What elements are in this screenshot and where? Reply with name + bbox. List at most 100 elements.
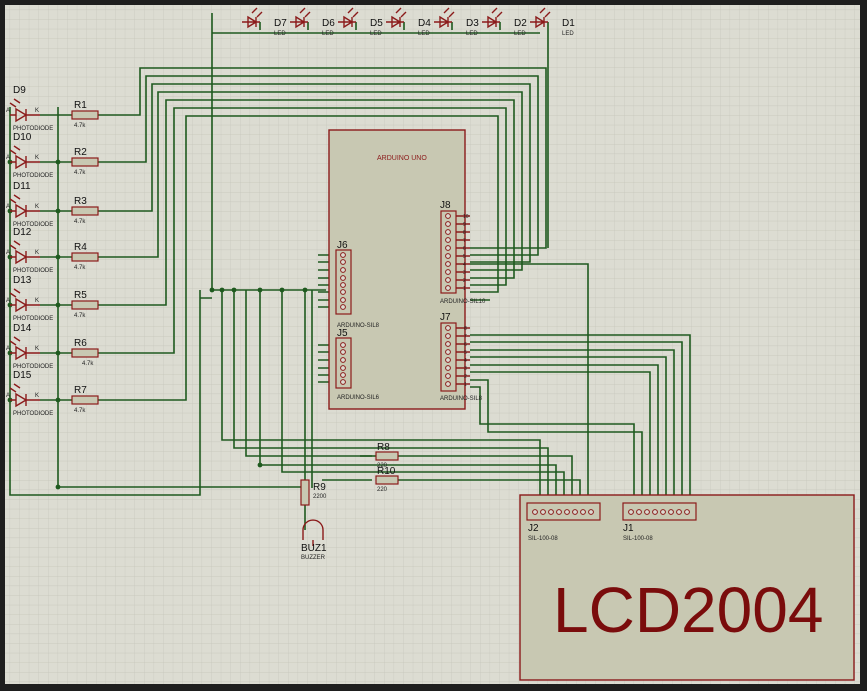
led-type: LED [562, 31, 574, 37]
photodiode-type: PHOTODIODE [13, 222, 53, 228]
resistor-r3[interactable] [71, 206, 99, 216]
lcd-module[interactable]: J2 SIL-100-08 J1 SIL-100-08 LCD2004 [519, 494, 855, 681]
pin-number: 3 [464, 366, 467, 372]
pin-number: 8 [463, 230, 466, 236]
pin-number: 5 [464, 350, 467, 356]
resistor-r6[interactable] [71, 348, 99, 358]
led-ref: D2 [514, 18, 527, 29]
arduino-uno[interactable]: ARDUINO UNO J6 ARDUINO-SIL8 J5 ARDUINO-S… [328, 129, 486, 410]
resistor-r5[interactable] [71, 300, 99, 310]
photodiode-d9[interactable]: D9 A K PHOTODIODE R1 4.7k [6, 85, 99, 132]
buzzer-ref: BUZ1 [301, 543, 327, 554]
led-type: LED [418, 31, 430, 37]
header-j5[interactable]: J5 ARDUINO-SIL6 [335, 328, 380, 401]
sheet-border [3, 3, 862, 686]
lcd-header-j1[interactable]: J1 SIL-100-08 [622, 502, 697, 542]
resistor-r9[interactable]: R9 2200 [300, 479, 327, 506]
lcd-title: LCD2004 [553, 574, 823, 646]
lcd-header-j2[interactable]: J2 SIL-100-08 [526, 502, 601, 542]
cathode-pin-label: K [35, 250, 39, 256]
resistor-value: 4.7k [74, 170, 86, 176]
cathode-pin-label: K [35, 393, 39, 399]
pin-number: 4 [464, 358, 467, 364]
anode-pin-label: A [6, 108, 10, 114]
resistor-ref: R10 [377, 466, 396, 477]
led-d2[interactable]: D2 LED [482, 7, 527, 37]
photodiode-ref: D9 [13, 85, 26, 96]
pin-number: 7 [464, 334, 467, 340]
resistor-ref: R8 [377, 442, 390, 453]
arduino-title: ARDUINO UNO [377, 155, 427, 162]
cathode-pin-label: K [35, 108, 39, 114]
pin-number: 4 [463, 262, 466, 268]
led-type: LED [274, 31, 286, 37]
pin-number: 3 [463, 270, 466, 276]
led-d7[interactable]: D7 LED [242, 7, 287, 37]
photodiode-d12[interactable]: D12 A K PHOTODIODE R4 4.7k [6, 227, 99, 274]
anode-pin-label: A [6, 298, 10, 304]
pin-number: 2 [464, 374, 467, 380]
cathode-pin-label: K [35, 204, 39, 210]
photodiode-type: PHOTODIODE [13, 316, 53, 322]
resistor-ref: R1 [74, 100, 87, 111]
resistor-ref: R7 [74, 385, 87, 396]
cathode-pin-label: K [35, 298, 39, 304]
buzzer-type: BUZZER [301, 555, 326, 561]
resistor-r1[interactable] [71, 110, 99, 120]
resistor-value: 4.7k [74, 313, 86, 319]
resistor-r8[interactable]: R8 220 [360, 442, 399, 469]
anode-pin-label: A [6, 346, 10, 352]
header-ref: J5 [337, 328, 348, 339]
header-name: ARDUINO-SIL6 [337, 395, 380, 401]
led-d5[interactable]: D5 LED [338, 7, 383, 37]
pin-number: 5 [463, 254, 466, 260]
header-type: SIL-100-08 [623, 536, 653, 542]
led-ref: D7 [274, 18, 287, 29]
resistor-ref: R6 [74, 338, 87, 349]
resistor-r10[interactable]: R10 220 [375, 466, 399, 493]
resistor-r4[interactable] [71, 252, 99, 262]
buzzer-buz1[interactable]: BUZ1 BUZZER [301, 519, 327, 561]
led-ref: D1 [562, 18, 575, 29]
header-j6[interactable]: J6 ARDUINO-SIL8 [335, 240, 380, 329]
led-d4[interactable]: D4 LED [386, 7, 431, 37]
header-j7[interactable]: J7 8 7 6 5 4 3 2 1 ARDUINO-SIL8 [440, 312, 483, 402]
anode-pin-label: A [6, 250, 10, 256]
cathode-pin-label: K [35, 155, 39, 161]
resistor-ref: R4 [74, 242, 87, 253]
led-d6[interactable]: D6 LED [290, 7, 335, 37]
led-type: LED [466, 31, 478, 37]
photodiode-d15[interactable]: D15 A K PHOTODIODE R7 4.7k [6, 370, 99, 417]
photodiode-d13[interactable]: D13 A K PHOTODIODE R5 4.7k [6, 275, 99, 322]
header-name: ARDUINO-SIL8 [337, 323, 380, 329]
photodiode-ref: D13 [13, 275, 32, 286]
photodiode-d11[interactable]: D11 A K PHOTODIODE R3 4.7k [6, 181, 99, 228]
resistor-value: 220 [377, 463, 388, 469]
wires [9, 13, 691, 530]
led-d1[interactable]: D1 LED [530, 7, 575, 37]
resistor-ref: R9 [313, 482, 326, 493]
pin-number: 1 [464, 382, 467, 388]
resistor-ref: R2 [74, 147, 87, 158]
photodiode-ref: D14 [13, 323, 32, 334]
resistor-value: 4.7k [74, 408, 86, 414]
resistor-value: 4.7k [74, 265, 86, 271]
led-type: LED [514, 31, 526, 37]
photodiode-d14[interactable]: D14 A K PHOTODIODE R6 4.7k [6, 323, 99, 370]
led-ref: D6 [322, 18, 335, 29]
photodiode-ref: D10 [13, 132, 32, 143]
led-d3[interactable]: D3 LED [434, 7, 479, 37]
header-j8[interactable]: J8 10 9 8 7 6 5 4 3 2 1 ARDUINO-SIL10 [440, 200, 486, 305]
photodiode-ref: D12 [13, 227, 32, 238]
lcd-body [519, 494, 855, 681]
photodiode-type: PHOTODIODE [13, 411, 53, 417]
anode-pin-label: A [6, 204, 10, 210]
photodiode-d10[interactable]: D10 A K PHOTODIODE R2 4.7k [6, 132, 99, 179]
resistor-r7[interactable] [71, 395, 99, 405]
resistor-r2[interactable] [71, 157, 99, 167]
led-type: LED [370, 31, 382, 37]
pin-number: 1 [463, 286, 466, 292]
resistor-ref: R3 [74, 196, 87, 207]
photodiode-ref: D15 [13, 370, 32, 381]
